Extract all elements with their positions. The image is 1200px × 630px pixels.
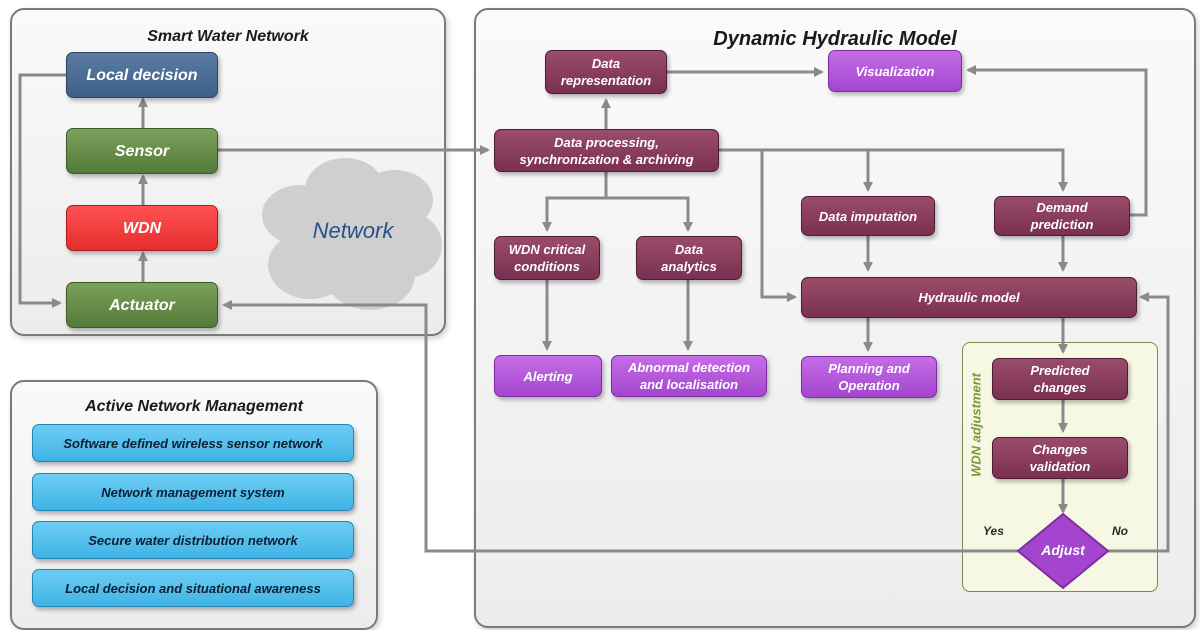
local-decision-box: Local decision	[66, 52, 218, 98]
wdn-critical-conditions-box: WDN critical conditions	[494, 236, 600, 280]
alerting-box: Alerting	[494, 355, 602, 397]
demand-prediction-box: Demand prediction	[994, 196, 1130, 236]
network-cloud-shape	[262, 158, 442, 310]
planning-operation-box: Planning and Operation	[801, 356, 937, 398]
hydraulic-model-box: Hydraulic model	[801, 277, 1137, 318]
ann-item-nms: Network management system	[32, 473, 354, 511]
data-analytics-box: Data analytics	[636, 236, 742, 280]
yes-label: Yes	[983, 524, 1004, 538]
no-label: No	[1112, 524, 1128, 538]
wdn-box: WDN	[66, 205, 218, 251]
data-representation-box: Data representation	[545, 50, 667, 94]
visualization-box: Visualization	[828, 50, 962, 92]
ann-item-sdwsn: Software defined wireless sensor network	[32, 424, 354, 462]
connector-lines	[18, 65, 1170, 590]
changes-validation-box: Changes validation	[992, 437, 1128, 479]
active-network-management-title: Active Network Management	[85, 398, 303, 415]
actuator-box: Actuator	[66, 282, 218, 328]
sensor-box: Sensor	[66, 128, 218, 174]
adjust-diamond-shape	[1016, 512, 1110, 590]
adjust-label: Adjust	[1041, 542, 1085, 558]
data-imputation-box: Data imputation	[801, 196, 935, 236]
abnormal-detection-box: Abnormal detection and localisation	[611, 355, 767, 397]
data-processing-box: Data processing, synchronization & archi…	[494, 129, 719, 172]
dynamic-hydraulic-model-title: Dynamic Hydraulic Model	[713, 28, 957, 50]
network-cloud-label: Network	[312, 218, 394, 243]
smart-water-network-title: Smart Water Network	[147, 28, 309, 45]
predicted-changes-box: Predicted changes	[992, 358, 1128, 400]
ann-item-secure-wdn: Secure water distribution network	[32, 521, 354, 559]
ann-item-local-decision: Local decision and situational awareness	[32, 569, 354, 607]
